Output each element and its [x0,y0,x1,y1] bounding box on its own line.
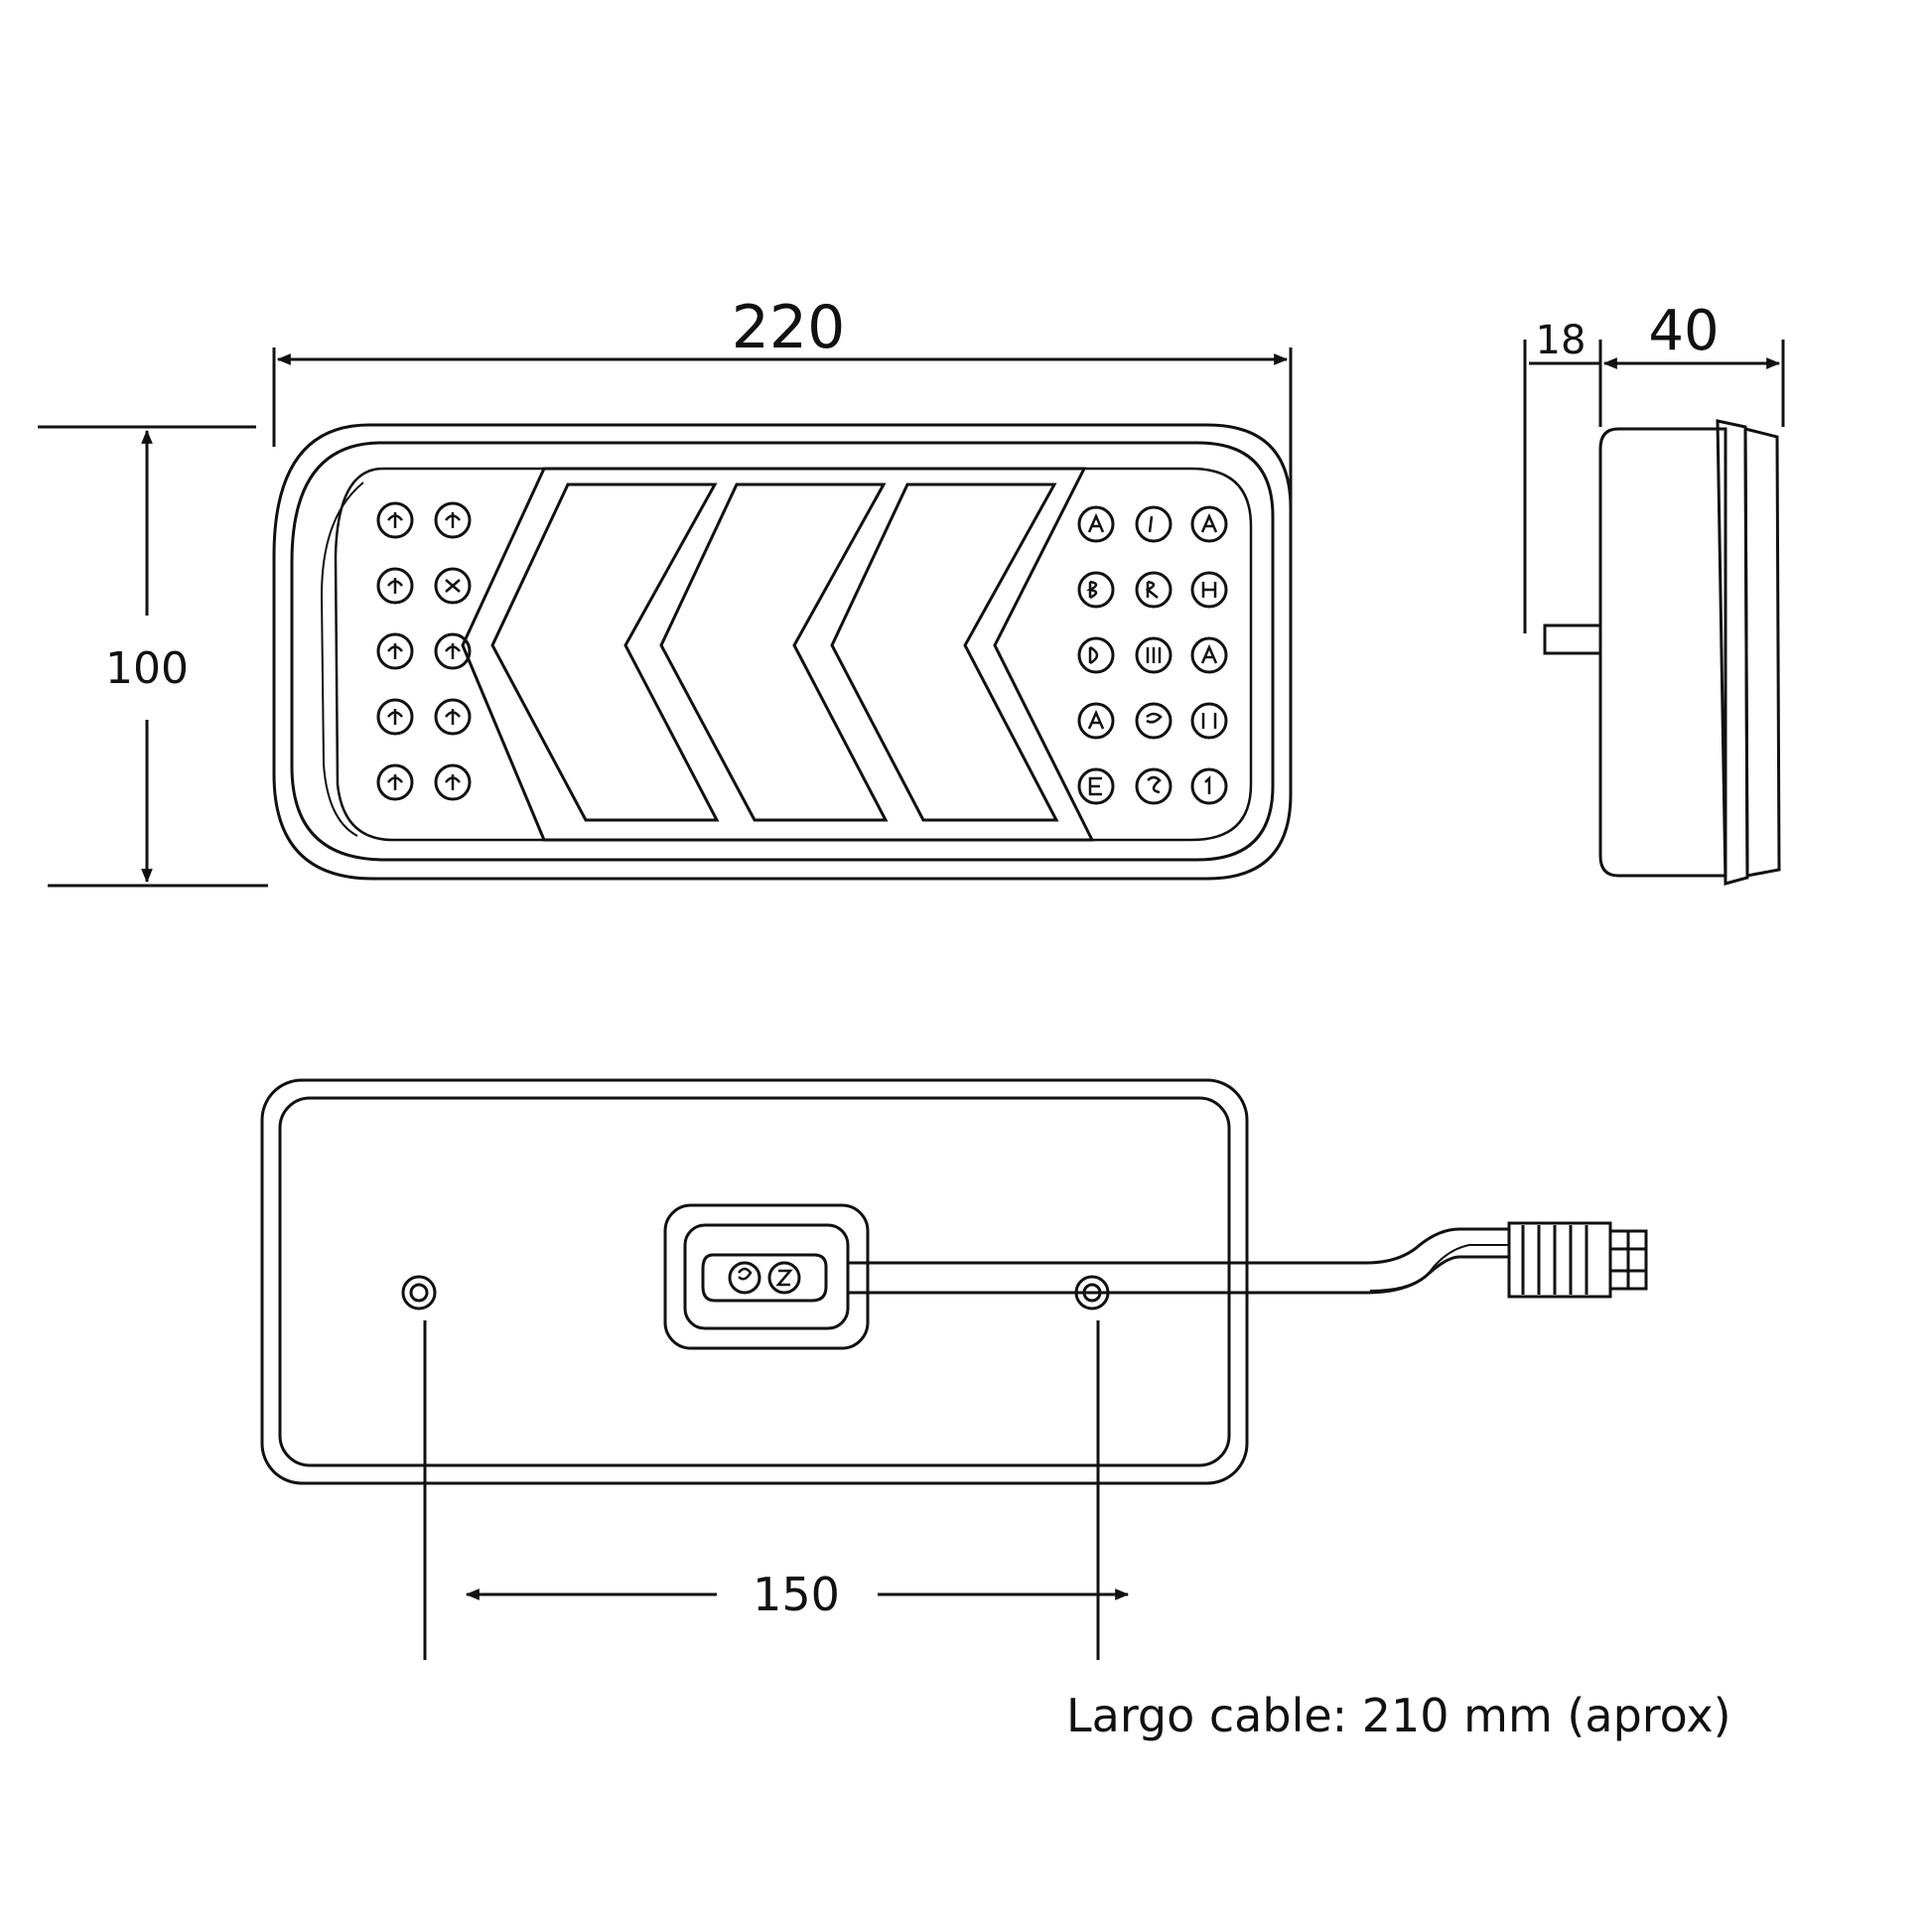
led-mark [387,512,403,528]
socket-pin-marks [738,1267,793,1287]
socket-pin-right [767,1261,801,1295]
led-mark [1086,580,1098,600]
led-mark [1147,775,1162,794]
led-mark [1200,643,1218,664]
socket-mid [683,1223,850,1330]
cable-top [848,1227,1509,1265]
led [434,501,472,539]
led [376,763,414,801]
led-mark [445,774,461,790]
led-grid-right-marks [1086,512,1218,796]
cable-length-note: Largo cable: 210 mm (aprox) [1066,1689,1731,1742]
side-lens-rim [1716,419,1749,886]
back-view [260,1078,1648,1660]
led [1135,767,1173,805]
led-mark [445,512,461,528]
led [1077,767,1115,805]
led-mark [1201,713,1217,729]
led [1135,571,1173,609]
led [1135,505,1173,543]
side-view [1523,340,1785,886]
led [1077,505,1115,543]
led [376,501,414,539]
led [1190,571,1228,609]
chevron-outer-band [461,467,1095,842]
front-lens-edge [320,482,364,837]
chevron-3 [830,483,1059,822]
led-grid-right [1077,505,1228,805]
height-label: 100 [105,643,189,694]
front-housing-outer [272,423,1293,881]
led-mark [1088,776,1102,796]
led [1190,767,1228,805]
led [1135,702,1173,740]
indicator-chevrons [461,467,1095,842]
led-mark [1088,645,1099,665]
led [1077,571,1115,609]
led-mark [1146,647,1162,663]
led-mark [387,578,403,594]
led [1190,636,1228,674]
depth-offset-label: 18 [1536,318,1587,363]
side-body [1598,427,1727,878]
mount-hole-left-inner [409,1283,429,1303]
led-mark [445,709,461,725]
front-lens [334,467,1253,842]
led [1077,702,1115,740]
led-mark [1204,774,1211,794]
side-stud [1543,623,1602,655]
cable-inner-line [1369,1244,1509,1292]
led [1190,505,1228,543]
led [1077,636,1115,674]
led-mark [1148,515,1154,533]
led-mark [387,643,403,659]
led-mark [1200,512,1218,533]
led-mark [1087,512,1105,533]
chevron-2 [659,483,889,822]
led-mark [387,709,403,725]
led [1135,636,1173,674]
socket-outer [663,1203,870,1350]
led [376,698,414,736]
led-mark [445,643,461,659]
back-housing-inner [278,1096,1231,1467]
socket-pin-left [728,1261,761,1295]
led-mark [1087,709,1105,730]
led-mark [1201,582,1217,598]
chevron-1 [490,483,720,822]
spacing-label: 150 [753,1568,840,1621]
socket-plug [701,1253,828,1303]
led-mark [445,579,461,593]
led-grid-left [376,501,472,801]
led [376,567,414,605]
led [434,698,472,736]
back-housing-outer [260,1078,1249,1485]
led [434,632,472,670]
led-mark [387,774,403,790]
front-housing-inner [290,441,1275,862]
led-mark [1145,580,1159,599]
led [1190,702,1228,740]
side-lens [1743,427,1781,878]
led [434,763,472,801]
led [434,567,472,605]
depth-label: 40 [1648,299,1719,363]
front-view [38,347,1293,888]
led [376,632,414,670]
led-mark [1146,712,1163,724]
width-label: 220 [732,293,846,362]
mount-hole-left-outer [401,1275,437,1311]
led-grid-left-marks [387,512,461,790]
